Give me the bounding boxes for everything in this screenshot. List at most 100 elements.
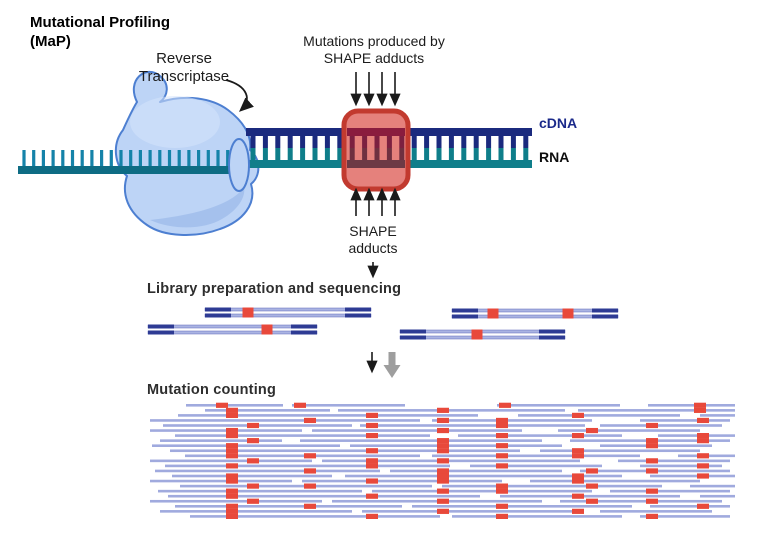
shape-adducts-label: SHAPE adducts — [348, 223, 398, 256]
mutation-mark — [437, 468, 449, 474]
mutation-mark — [487, 308, 499, 319]
rna-label: RNA — [539, 149, 570, 165]
mutation-mark — [646, 443, 658, 449]
mutation-mark — [496, 513, 508, 519]
dna-fragment — [399, 329, 566, 340]
mutation-mark — [437, 438, 449, 444]
annotation-arrows — [225, 72, 401, 378]
mutation-mark — [697, 433, 709, 439]
read-row — [152, 443, 712, 449]
mutation-mark — [226, 513, 238, 519]
read-row — [163, 422, 722, 429]
mutation-mark — [697, 438, 709, 444]
read-row — [155, 468, 730, 474]
mutation-mark — [437, 443, 449, 449]
mutation-mark — [247, 458, 259, 464]
read-row — [158, 488, 730, 494]
diagram-title-line2: (MaP) — [30, 33, 71, 51]
mutation-mark — [216, 402, 228, 408]
read-row — [175, 503, 730, 509]
mutation-mark — [366, 422, 378, 429]
library-preparation-label: Library preparation and sequencing — [147, 281, 402, 297]
mutation-mark — [247, 438, 259, 444]
mutation-mark — [304, 417, 316, 424]
mutation-mark — [572, 493, 584, 499]
mutation-mark — [646, 458, 658, 464]
read-row — [186, 402, 735, 408]
mutation-mark — [366, 412, 378, 418]
enzyme-clamp-finger — [228, 138, 250, 192]
mutation-mark — [366, 493, 378, 499]
mutation-mark — [226, 453, 238, 459]
mutation-mark — [366, 463, 378, 469]
mutation-mark — [226, 407, 238, 413]
shape-adduct-box — [341, 108, 411, 192]
mutation-mark — [646, 468, 658, 474]
mutation-mark — [572, 508, 584, 514]
mutation-mark — [226, 412, 238, 418]
mutation-mark — [437, 458, 449, 464]
diagram-title-line1: Mutational Profiling — [30, 14, 170, 31]
mutation-mark — [496, 503, 508, 509]
cdna-label: cDNA — [539, 115, 578, 131]
mutation-mark — [697, 473, 709, 479]
read-row — [170, 448, 700, 454]
mutation-mark — [304, 503, 316, 509]
library-fragments — [147, 307, 619, 340]
mutation-mark — [697, 503, 709, 509]
mutation-mark — [226, 493, 238, 499]
read-row — [168, 493, 735, 499]
mutation-mark — [247, 483, 259, 489]
mutation-mark — [496, 417, 508, 424]
mutation-mark — [572, 453, 584, 459]
read-row — [150, 427, 700, 434]
mutation-mark — [437, 488, 449, 494]
mutations-produced-label: Mutations produced by SHAPE adducts — [303, 33, 445, 66]
mutation-mark — [304, 483, 316, 489]
mutation-mark — [226, 443, 238, 449]
mutation-mark — [646, 488, 658, 494]
read-row — [160, 438, 730, 444]
mutation-counting-label: Mutation counting — [147, 382, 277, 398]
mutation-mark — [226, 478, 238, 484]
read-row — [185, 453, 735, 459]
read-row — [160, 508, 712, 514]
mutation-mark — [437, 508, 449, 514]
mutation-mark — [572, 473, 584, 479]
read-row — [165, 463, 722, 469]
mutation-mark — [226, 473, 238, 479]
reverse-transcriptase-pointer-arrow — [225, 79, 254, 112]
mutation-mark — [226, 463, 238, 469]
mutation-mark — [471, 329, 483, 340]
mutation-mark — [499, 402, 511, 408]
read-row — [150, 498, 722, 504]
mutation-mark — [366, 478, 378, 484]
read-row — [150, 478, 700, 484]
mutation-mark — [226, 448, 238, 454]
reverse-transcriptase-enzyme — [115, 70, 260, 236]
mutation-mark — [294, 402, 306, 408]
mutation-mark — [572, 433, 584, 439]
mutation-mark — [226, 503, 238, 509]
mutation-mark — [496, 422, 508, 429]
dna-fragment — [451, 308, 619, 319]
mutation-mark — [496, 443, 508, 449]
gray-down-arrow — [383, 352, 401, 378]
mutation-mark — [366, 458, 378, 464]
mutation-mark — [572, 448, 584, 454]
mutation-mark — [226, 433, 238, 439]
reverse-transcriptase-label: Reverse Transcriptase — [138, 50, 230, 85]
read-row — [205, 407, 735, 413]
mutation-mark — [247, 498, 259, 504]
mutation-mark — [366, 513, 378, 519]
mutation-mark — [586, 498, 598, 504]
mutation-mark — [242, 307, 254, 318]
mutation-mark — [496, 433, 508, 439]
mutation-mark — [247, 422, 259, 429]
mutation-mark — [496, 453, 508, 459]
mutation-mark — [226, 427, 238, 434]
read-row — [190, 513, 730, 519]
mutation-mark — [646, 513, 658, 519]
mutation-mark — [437, 498, 449, 504]
mutation-mark — [226, 488, 238, 494]
